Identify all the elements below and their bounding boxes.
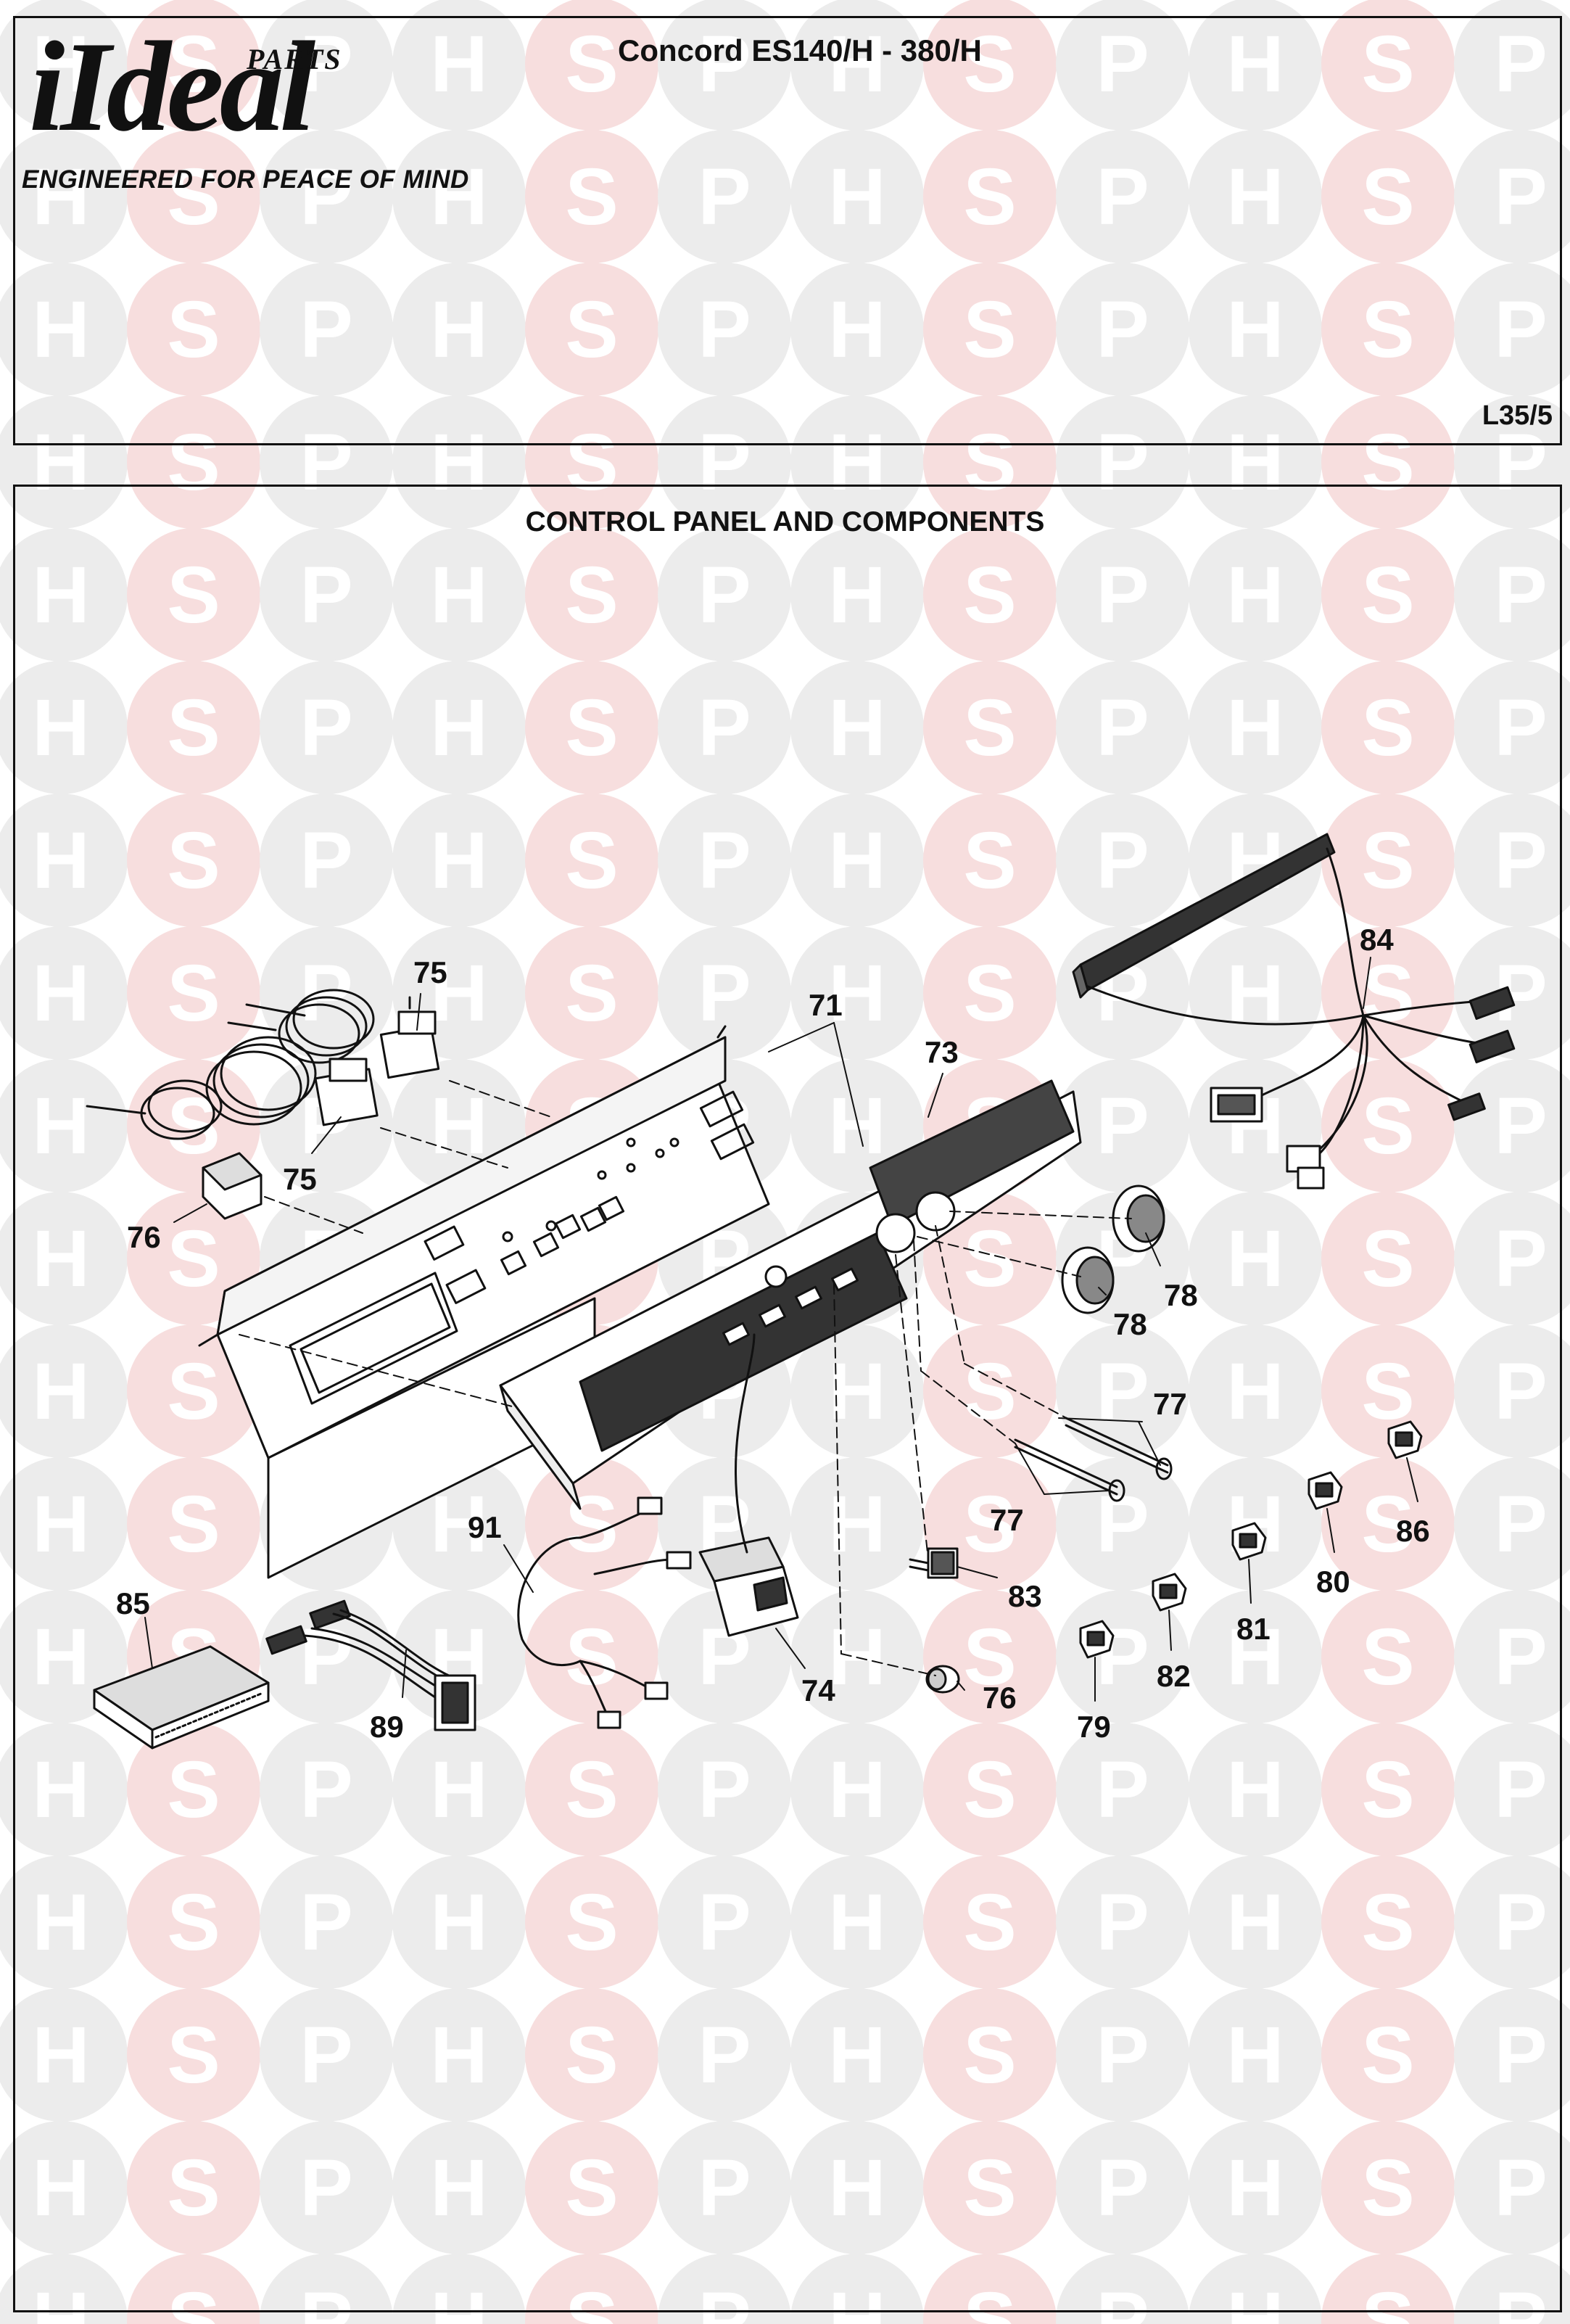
header-box <box>13 16 1562 445</box>
callout-82: 82 <box>1157 1659 1191 1693</box>
callout-81: 81 <box>1236 1612 1271 1646</box>
knob-right <box>1112 1184 1165 1253</box>
callout-71: 71 <box>809 988 843 1022</box>
pcb-85 <box>93 1645 270 1750</box>
callout-75-upper: 75 <box>413 955 447 989</box>
switch-86 <box>1387 1420 1423 1459</box>
control-panel-chassis <box>198 1025 770 1579</box>
front-fascia <box>499 1079 1082 1510</box>
terminal-strip-harness <box>1072 833 1516 1190</box>
callout-75-lower: 75 <box>283 1162 317 1196</box>
ideal-logo: iIdeal <box>29 22 315 151</box>
switch-83 <box>909 1547 959 1579</box>
callout-76-lower: 76 <box>983 1681 1017 1715</box>
logo-parts-label: PARTS <box>247 43 342 75</box>
callout-91: 91 <box>468 1510 502 1544</box>
callout-labels: 71 73 74 75 75 76 76 77 77 78 78 79 80 8… <box>116 923 1430 1744</box>
section-title: CONTROL PANEL AND COMPONENTS <box>525 506 1045 537</box>
logo-i-letter: i <box>29 15 65 158</box>
callout-85: 85 <box>116 1586 150 1620</box>
overheat-cap-lower <box>925 1665 960 1694</box>
dash-guides <box>239 1080 1132 1676</box>
switch-82 <box>1152 1573 1187 1612</box>
callout-73: 73 <box>925 1035 959 1069</box>
leader-lines <box>144 957 1418 1702</box>
callout-74: 74 <box>801 1673 835 1707</box>
diagram-box <box>13 485 1562 2312</box>
page-code: L35/5 <box>1482 400 1553 431</box>
switch-80 <box>1307 1471 1343 1510</box>
switch-81 <box>1231 1522 1267 1561</box>
spindle-upper <box>1065 1417 1173 1480</box>
callout-78-right: 78 <box>1164 1278 1198 1312</box>
callout-80: 80 <box>1316 1565 1350 1599</box>
callout-77-lower: 77 <box>990 1503 1024 1537</box>
callout-86: 86 <box>1396 1514 1430 1548</box>
callout-76-left: 76 <box>127 1220 161 1254</box>
spindle-lower <box>1014 1438 1125 1502</box>
callout-77-upper: 77 <box>1153 1387 1187 1421</box>
callout-78-left: 78 <box>1113 1307 1147 1341</box>
control-box <box>698 1333 799 1637</box>
logo-tagline: ENGINEERED FOR PEACE OF MIND <box>22 165 469 194</box>
logo-ideal-word: Ideal <box>60 15 315 158</box>
harness-91 <box>517 1496 692 1729</box>
callout-89: 89 <box>370 1710 404 1744</box>
callout-84: 84 <box>1360 923 1394 957</box>
callout-83: 83 <box>1008 1579 1042 1613</box>
thermostat-upper <box>245 989 440 1079</box>
overheat-block-left <box>202 1152 263 1220</box>
harness-89 <box>265 1599 476 1731</box>
thermostat-lower <box>86 1021 379 1140</box>
knob-left <box>1061 1246 1115 1314</box>
callout-79: 79 <box>1077 1710 1111 1744</box>
switch-79 <box>1079 1620 1115 1659</box>
document-title: Concord ES140/H - 380/H <box>618 33 982 67</box>
